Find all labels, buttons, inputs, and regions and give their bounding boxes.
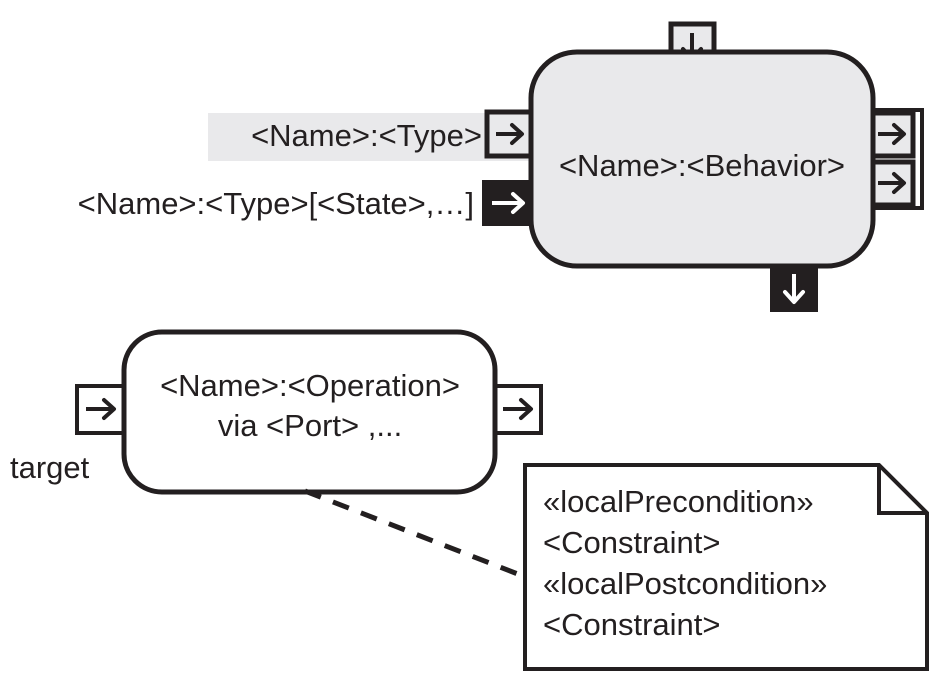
operation-output-pin[interactable]	[492, 384, 543, 435]
arrow-right-icon	[492, 192, 525, 214]
note-connector	[304, 488, 529, 581]
pin-label-highlight-band	[208, 113, 538, 161]
arrow-right-icon	[503, 398, 533, 420]
behavior-node-label: <Name>:<Behavior>	[559, 148, 845, 183]
left-input-pin-filled[interactable]	[482, 180, 534, 226]
right-output-pin-upper[interactable]	[866, 110, 916, 159]
note-line-1: «localPrecondition»	[543, 484, 814, 519]
arrow-down-icon	[783, 274, 805, 304]
arrow-right-icon	[86, 398, 116, 420]
pin-label-state: <Name>:<Type>[<State>,…]	[78, 186, 474, 221]
target-label: target	[10, 450, 90, 485]
operation-target-pin[interactable]	[75, 384, 126, 435]
left-input-pin[interactable]	[484, 109, 534, 159]
constraint-note[interactable]: «localPrecondition» <Constraint> «localP…	[523, 463, 929, 671]
right-output-pin-lower[interactable]	[866, 159, 916, 208]
note-fold-icon	[877, 465, 927, 515]
operation-node-line2: via <Port> ,...	[218, 408, 402, 443]
behavior-node[interactable]	[528, 49, 876, 269]
arrow-right-icon	[496, 123, 524, 145]
note-line-4: <Constraint>	[543, 607, 721, 642]
note-line-3: «localPostcondition»	[543, 566, 827, 601]
pin-label-highlighted: <Name>:<Type>	[251, 118, 482, 153]
note-line-2: <Constraint>	[543, 525, 721, 560]
bottom-output-pin-filled[interactable]	[770, 265, 818, 312]
arrow-right-icon	[878, 123, 906, 145]
operation-node-line1: <Name>:<Operation>	[160, 368, 460, 403]
arrow-right-icon	[878, 172, 906, 194]
